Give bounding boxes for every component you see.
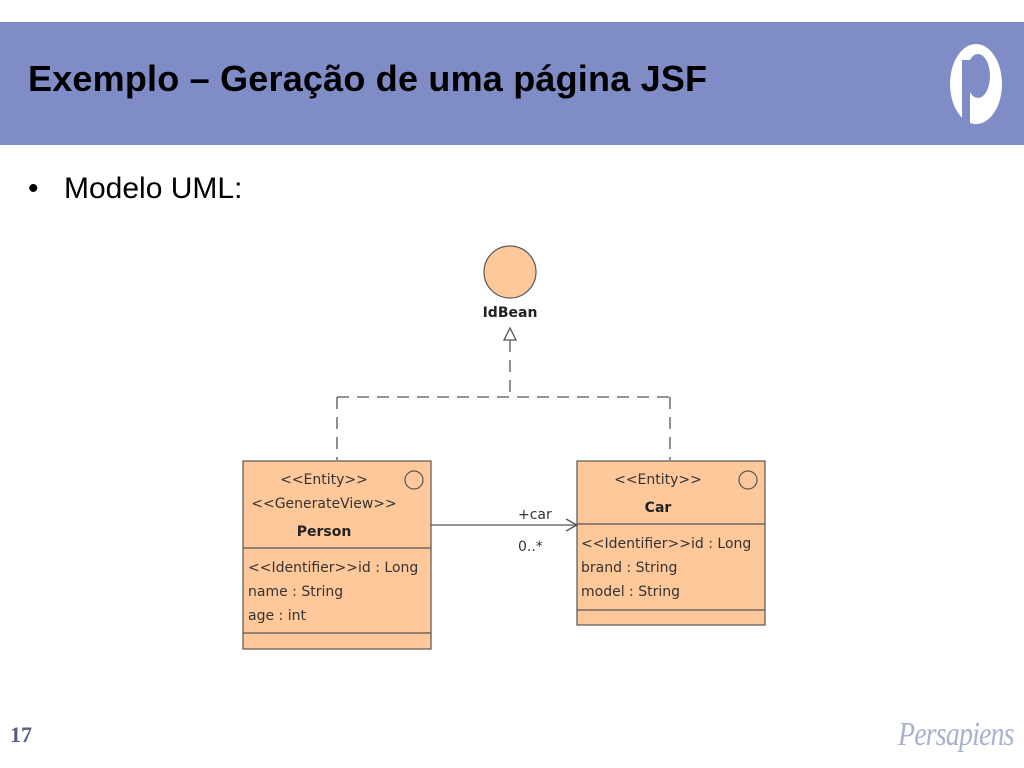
person-stereotype-entity: <<Entity>> <box>280 472 368 488</box>
person-class-name: Person <box>297 524 352 540</box>
association-line <box>431 518 579 532</box>
slide-header <box>0 22 1024 145</box>
bullet-dot-icon: • <box>28 172 39 205</box>
class-car: <<Entity>> Car <<Identifier>>id : Long b… <box>576 460 766 626</box>
bullet-item: • Modelo UML: <box>28 172 242 206</box>
person-attribute: <<Identifier>>id : Long <box>248 560 418 576</box>
entity-icon <box>404 470 424 490</box>
persapiens-logo-icon <box>950 44 1002 126</box>
person-attribute: name : String <box>248 584 343 600</box>
page-number: 17 <box>10 722 32 747</box>
car-attribute: model : String <box>581 584 680 600</box>
brand-logo: Persapiens <box>898 716 1015 753</box>
class-person: <<Entity>> <<GenerateView>> Person <<Ide… <box>242 460 432 650</box>
person-stereotype-generateview: <<GenerateView>> <box>251 496 397 512</box>
entity-icon <box>738 470 758 490</box>
car-attribute: <<Identifier>>id : Long <box>581 536 751 552</box>
car-class-name: Car <box>645 500 672 516</box>
association-role: +car <box>518 507 552 523</box>
bullet-text: Modelo UML: <box>64 172 243 205</box>
person-attribute: age : int <box>248 608 306 624</box>
realization-lines <box>336 326 671 460</box>
interface-circle-icon <box>483 245 537 299</box>
car-attribute: brand : String <box>581 560 677 576</box>
association-multiplicity: 0..* <box>518 539 543 555</box>
interface-name: IdBean <box>483 305 538 321</box>
slide-title: Exemplo – Geração de uma página JSF <box>28 58 708 99</box>
car-stereotype-entity: <<Entity>> <box>614 472 702 488</box>
